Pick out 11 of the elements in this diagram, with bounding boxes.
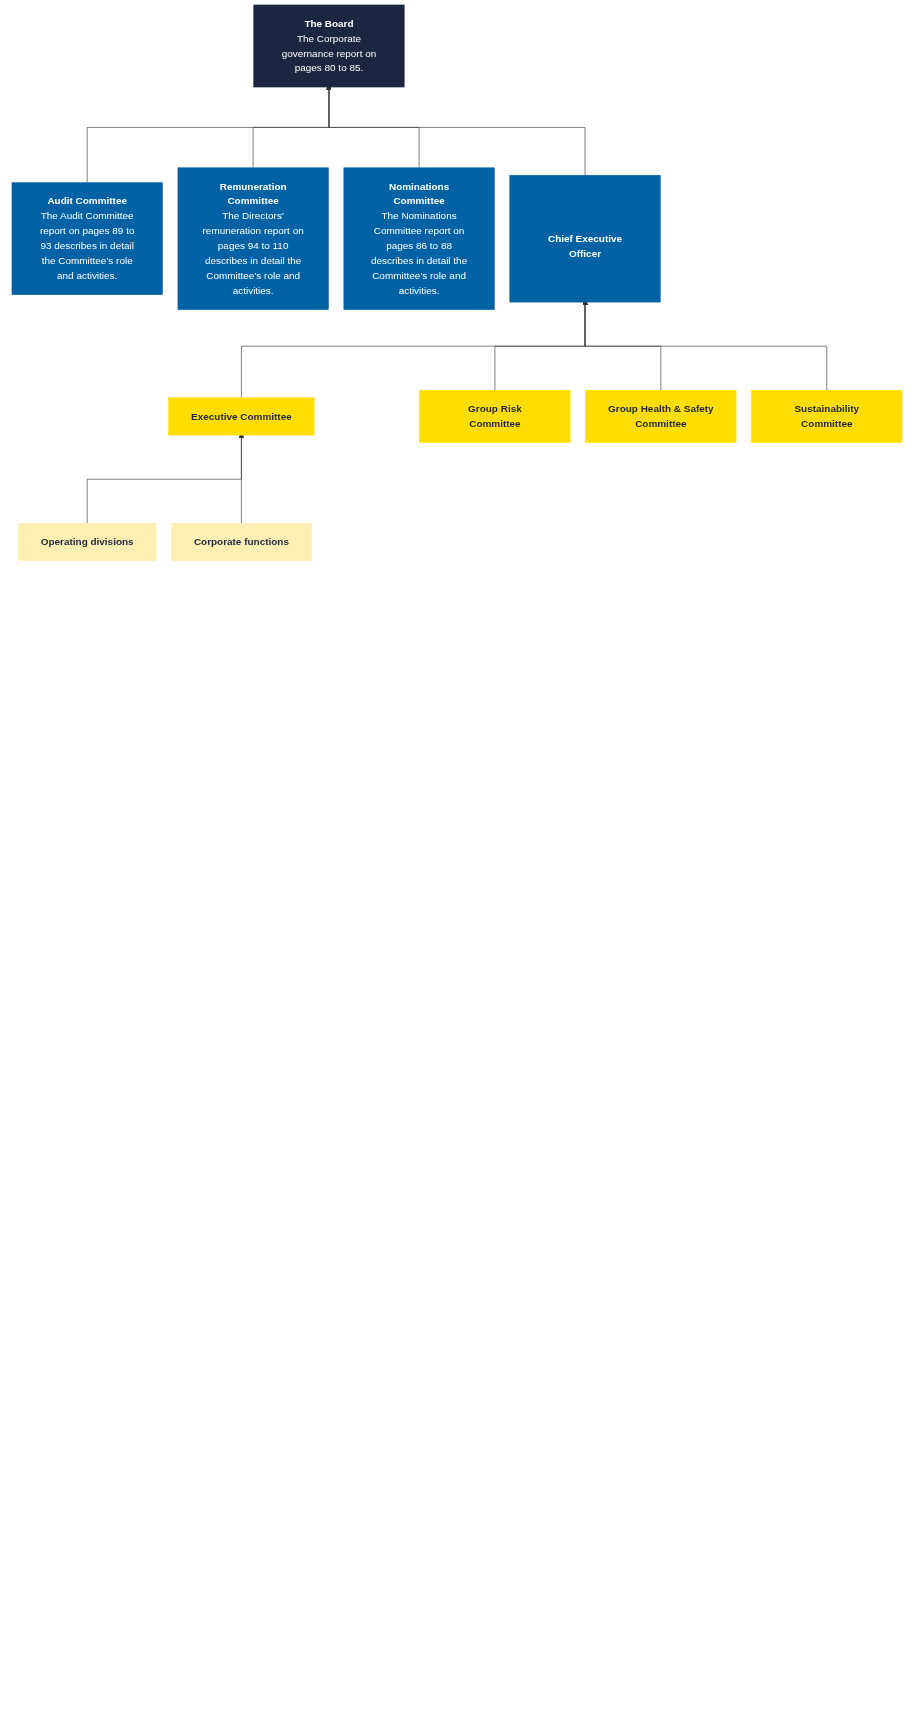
- node-box: Remuneration Committee The Directors’ remuneration report on pages 94 to 110 describes in detail the Committee’s role and activities.: [177, 167, 329, 310]
- node-box: Operating divisions: [18, 523, 157, 561]
- node-box: Executive Committee: [168, 397, 315, 436]
- node-box: Nominations Committee The Nominations Committee report on pages 86 to 88 describes in detail the Committee’s role and activities.: [343, 167, 495, 310]
- node-box: Group Risk Committee: [419, 390, 571, 443]
- node-box: Sustainability Committee: [751, 390, 903, 443]
- node-box: Audit Committee The Audit Committee report on pages 89 to 93 describes in detail the Committee’s role and activities.: [11, 182, 163, 295]
- node-box: Corporate functions: [171, 523, 312, 561]
- node-box: Group Health & Safety Committee: [585, 390, 737, 443]
- node-box: Chief Executive Officer: [509, 174, 661, 303]
- node-box: The Board The Corporate governance report on pages 80 to 85.: [253, 4, 405, 88]
